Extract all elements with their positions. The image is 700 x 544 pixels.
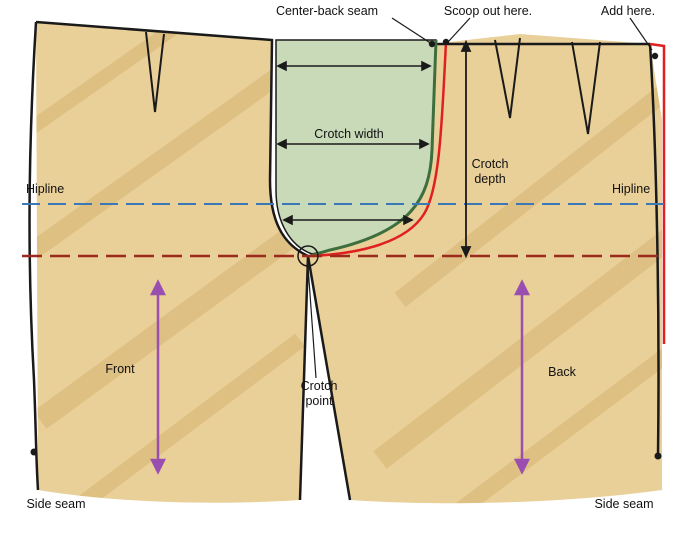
side-seam-left-label: Side seam bbox=[26, 497, 86, 511]
back-label: Back bbox=[548, 365, 576, 379]
side-seam-left-dot bbox=[30, 448, 38, 456]
scoop-out-here-label: Scoop out here. bbox=[443, 4, 533, 18]
center-back-seam-dot bbox=[428, 40, 436, 48]
center-back-seam-line bbox=[309, 39, 438, 258]
crotch-depth-label-line1: Crotch bbox=[471, 157, 509, 171]
side-seam-right-dot bbox=[654, 452, 662, 460]
grainline-back bbox=[513, 279, 531, 475]
crotch-point-label-line2: point bbox=[305, 394, 333, 408]
crotch-width-arrows bbox=[276, 60, 432, 226]
crotch-point-label-line1: Crotch bbox=[300, 379, 338, 393]
center-back-seam-label: Center-back seam bbox=[275, 4, 379, 18]
point-markers bbox=[30, 38, 662, 460]
grainline-front bbox=[149, 279, 167, 475]
leader-lines bbox=[307, 17, 653, 379]
side-seam-right-label: Side seam bbox=[594, 497, 654, 511]
crotch-depth-label-line2: depth bbox=[474, 172, 506, 186]
add-here-dot bbox=[651, 52, 659, 60]
hipline-left-label: Hipline bbox=[26, 182, 65, 196]
crotch-width-label: Crotch width bbox=[314, 127, 384, 141]
front-pattern-piece bbox=[28, 20, 310, 503]
hipline-right-label: Hipline bbox=[612, 182, 651, 196]
front-label: Front bbox=[105, 362, 135, 376]
back-pattern-piece bbox=[306, 34, 662, 504]
add-here-label: Add here. bbox=[600, 4, 656, 18]
scoop-out-alteration-line bbox=[311, 41, 448, 258]
crotch-depth-arrow bbox=[460, 39, 472, 259]
scoop-out-dot bbox=[442, 38, 450, 46]
add-here-alteration-line bbox=[649, 42, 666, 344]
